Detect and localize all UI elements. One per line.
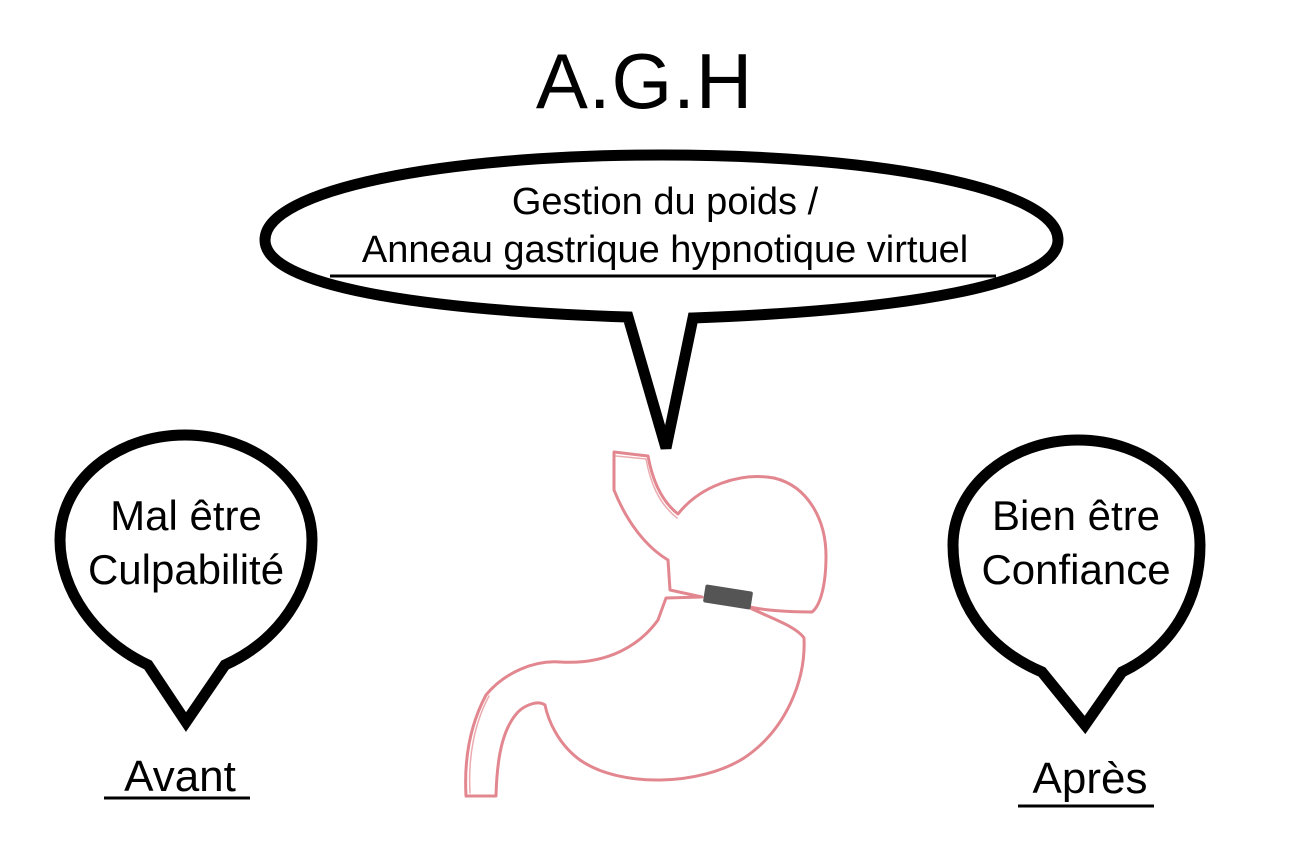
left-speech-bubble: [54, 429, 318, 732]
after-caption: Après: [1032, 754, 1148, 803]
main-bubble-line-1: Gestion du poids /: [511, 181, 819, 223]
left-bubble-line-2: Culpabilité: [87, 546, 285, 593]
right-bubble-line-2: Confiance: [981, 546, 1171, 593]
stomach-outline: [464, 450, 828, 798]
main-bubble-line-2: Anneau gastrique hypnotique virtuel: [361, 229, 969, 271]
before-caption: Avant: [124, 752, 236, 801]
left-bubble-line-1: Mal être: [110, 492, 262, 539]
stomach-drawing-icon: [464, 450, 828, 798]
page-title: A.G.H: [535, 37, 754, 125]
gastric-band-icon: [703, 584, 753, 610]
right-speech-bubble: [947, 434, 1206, 735]
right-bubble-line-1: Bien être: [991, 492, 1161, 539]
main-speech-bubble: [259, 149, 1064, 450]
stomach-sketch-line: [468, 455, 678, 794]
